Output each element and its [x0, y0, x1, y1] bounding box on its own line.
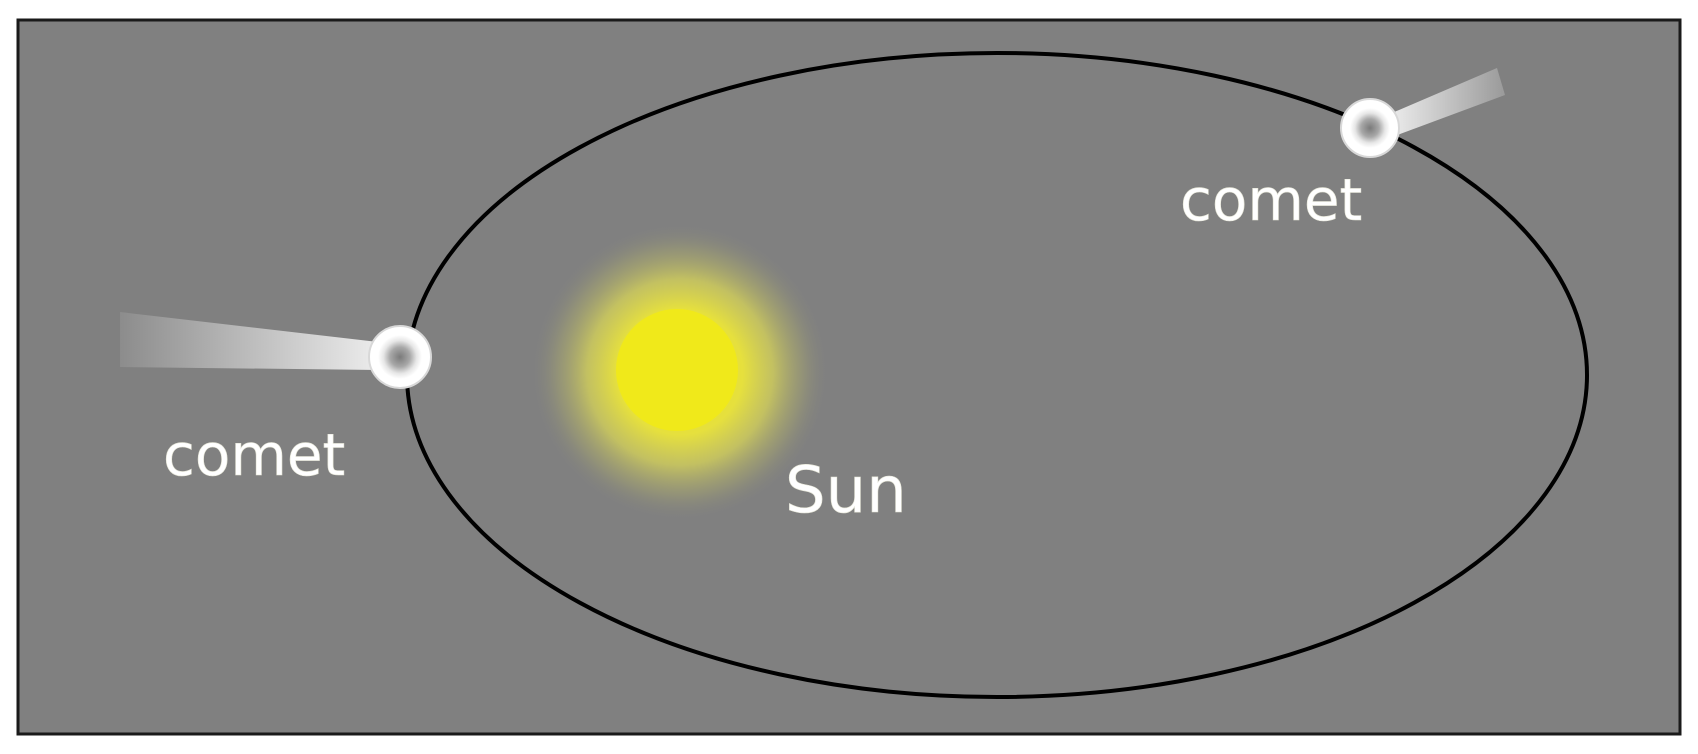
comet-label-left: comet: [163, 421, 345, 489]
comet-core-right: [1350, 108, 1390, 148]
comet-tail-left: [120, 312, 378, 370]
comet-core-left: [378, 335, 422, 379]
background-panel: [16, 18, 1682, 736]
sun-label: Sun: [785, 454, 907, 528]
sun: [616, 309, 738, 431]
comet-label-right: comet: [1180, 166, 1362, 234]
comet-tail-right: [1385, 68, 1505, 137]
